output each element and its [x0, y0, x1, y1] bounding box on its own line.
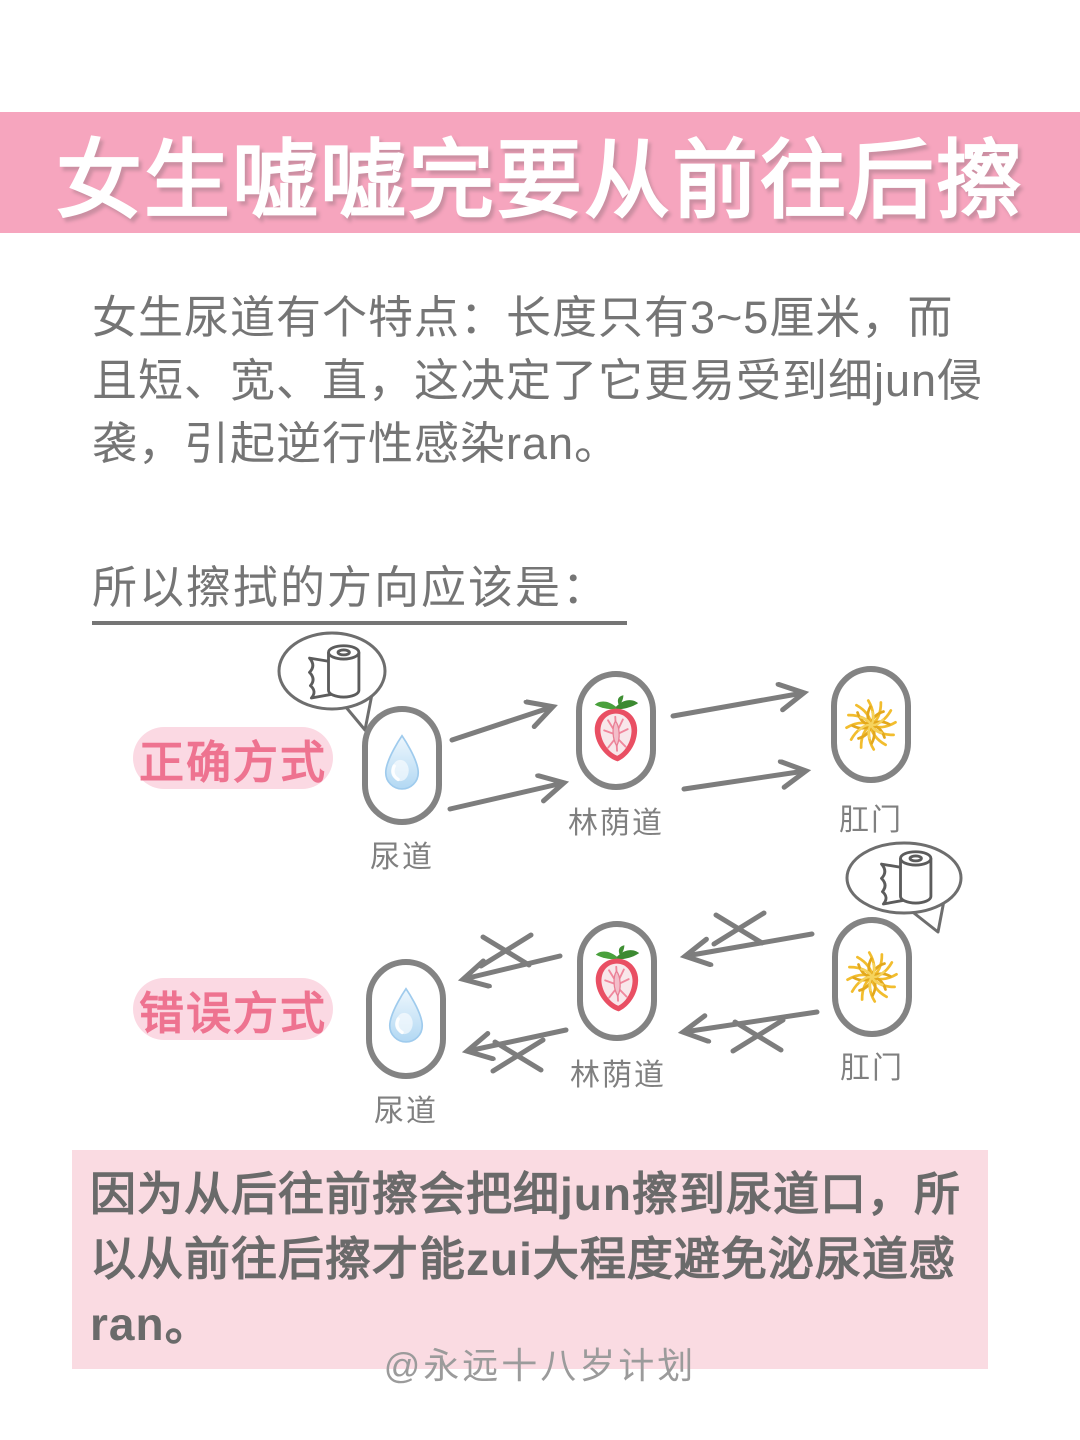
arrow-left — [464, 953, 563, 979]
conclusion-box: 因为从后往前擦会把细jun擦到尿道口，所以从前往后擦才能zui大程度避免泌尿道感… — [72, 1150, 988, 1369]
wrong-way-label: 错误方式 — [138, 987, 327, 1039]
urethra-label: 尿道 — [370, 841, 434, 874]
vulva-node — [576, 671, 656, 790]
wiping-direction-diagram: 正确方式 尿道 — [0, 630, 1080, 1150]
conclusion-text: 因为从后往前擦会把细jun擦到尿道口，所以从前往后擦才能zui大程度避免泌尿道感… — [90, 1168, 961, 1350]
arrow-right — [447, 783, 563, 812]
water-drop-icon — [388, 987, 424, 1043]
correct-way-label: 正确方式 — [138, 736, 327, 788]
cross-mark-icon — [478, 932, 534, 969]
chrysanthemum-icon — [846, 951, 898, 1003]
urethra-node — [366, 959, 446, 1079]
diagram-arrows-layer — [277, 631, 963, 1074]
strawberry-icon — [595, 945, 640, 1012]
urethra-label: 尿道 — [374, 1095, 438, 1128]
arrow-left — [468, 1027, 569, 1051]
arrow-right — [681, 771, 805, 792]
cross-mark-icon — [730, 1017, 786, 1054]
wrong-way-badge: 错误方式 — [133, 978, 333, 1040]
speech-bubble — [277, 631, 387, 732]
section-heading: 所以擦拭的方向应该是： — [92, 551, 628, 625]
water-drop-icon — [384, 733, 420, 790]
anus-node — [832, 917, 912, 1037]
anus-node — [831, 666, 911, 783]
urethra-node — [362, 706, 442, 825]
arrow-right — [449, 707, 552, 743]
page-title: 女生嘘嘘完要从前往后擦 — [56, 133, 1024, 229]
anus-label: 肛门 — [840, 1052, 904, 1085]
arrow-left — [686, 931, 815, 956]
vulva-node — [577, 921, 657, 1041]
correct-way-badge: 正确方式 — [133, 727, 333, 789]
chrysanthemum-icon — [845, 698, 897, 751]
vulva-label: 林荫道 — [570, 1059, 666, 1092]
arrow-right — [670, 693, 803, 719]
anus-label: 肛门 — [839, 804, 903, 837]
vulva-label: 林荫道 — [568, 807, 664, 840]
cross-mark-icon — [490, 1037, 546, 1074]
arrow-left — [684, 1009, 820, 1032]
strawberry-icon — [594, 694, 639, 761]
intro-paragraph: 女生尿道有个特点：长度只有3~5厘米，而且短、宽、直，这决定了它更易受到细jun… — [92, 292, 984, 469]
header-banner: 女生嘘嘘完要从前往后擦 — [0, 112, 1080, 233]
speech-bubble — [845, 841, 963, 934]
cross-mark-icon — [711, 910, 767, 947]
footer-handle: @永远十八岁计划 — [383, 1345, 697, 1386]
